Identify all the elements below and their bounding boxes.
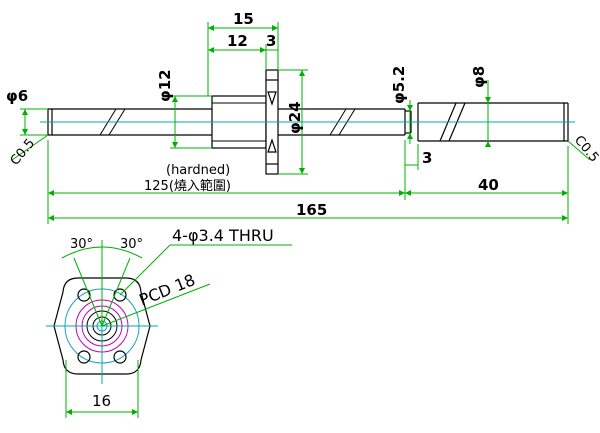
- front-arrowheads: [66, 409, 138, 415]
- width-16-label: 16: [92, 392, 111, 410]
- dia-6-label: φ6: [6, 87, 28, 105]
- length-15-label: 15: [233, 10, 254, 28]
- dia-24-label: φ24: [286, 101, 304, 134]
- length-40-label: 40: [478, 176, 499, 194]
- mounting-holes: [77, 288, 127, 364]
- arrowheads: [22, 25, 568, 221]
- length-165-label: 165: [296, 201, 327, 219]
- hole-bottom-left: [77, 350, 91, 364]
- front-dimension-lines: [61, 240, 292, 418]
- hole-top-right: [113, 288, 127, 302]
- hole-bottom-right: [113, 350, 127, 364]
- end-3-label: 3: [422, 149, 432, 167]
- angle-left-label: 30°: [70, 237, 93, 252]
- front-view: 30° 30° 4-φ3.4 THRU PCD 18 16: [46, 226, 292, 418]
- dia-8-label: φ8: [470, 66, 488, 88]
- hole-top-left: [77, 288, 91, 302]
- hardened-range-label: 125(燒入範圍): [144, 179, 231, 194]
- holes-note-label: 4-φ3.4 THRU: [172, 226, 274, 245]
- flange-3-label: 3: [266, 32, 276, 50]
- side-dimension-lines: [11, 22, 591, 224]
- chamfer-left-label: C0.5: [8, 136, 39, 168]
- dia-12-label: φ12: [156, 69, 174, 102]
- dia-5-2-label: φ5.2: [390, 66, 408, 104]
- shaft-right: [405, 102, 569, 142]
- length-12-label: 12: [227, 32, 248, 50]
- chamfer-right-label: C0.5: [571, 133, 600, 165]
- hardened-note: (hardned): [166, 163, 230, 178]
- angle-right-label: 30°: [120, 237, 143, 252]
- side-view: 15 12 3 φ12 φ24 φ6 C0.5 C0.5 φ5.2 φ8 3 (…: [6, 10, 600, 224]
- pcd-label: PCD 18: [136, 270, 197, 310]
